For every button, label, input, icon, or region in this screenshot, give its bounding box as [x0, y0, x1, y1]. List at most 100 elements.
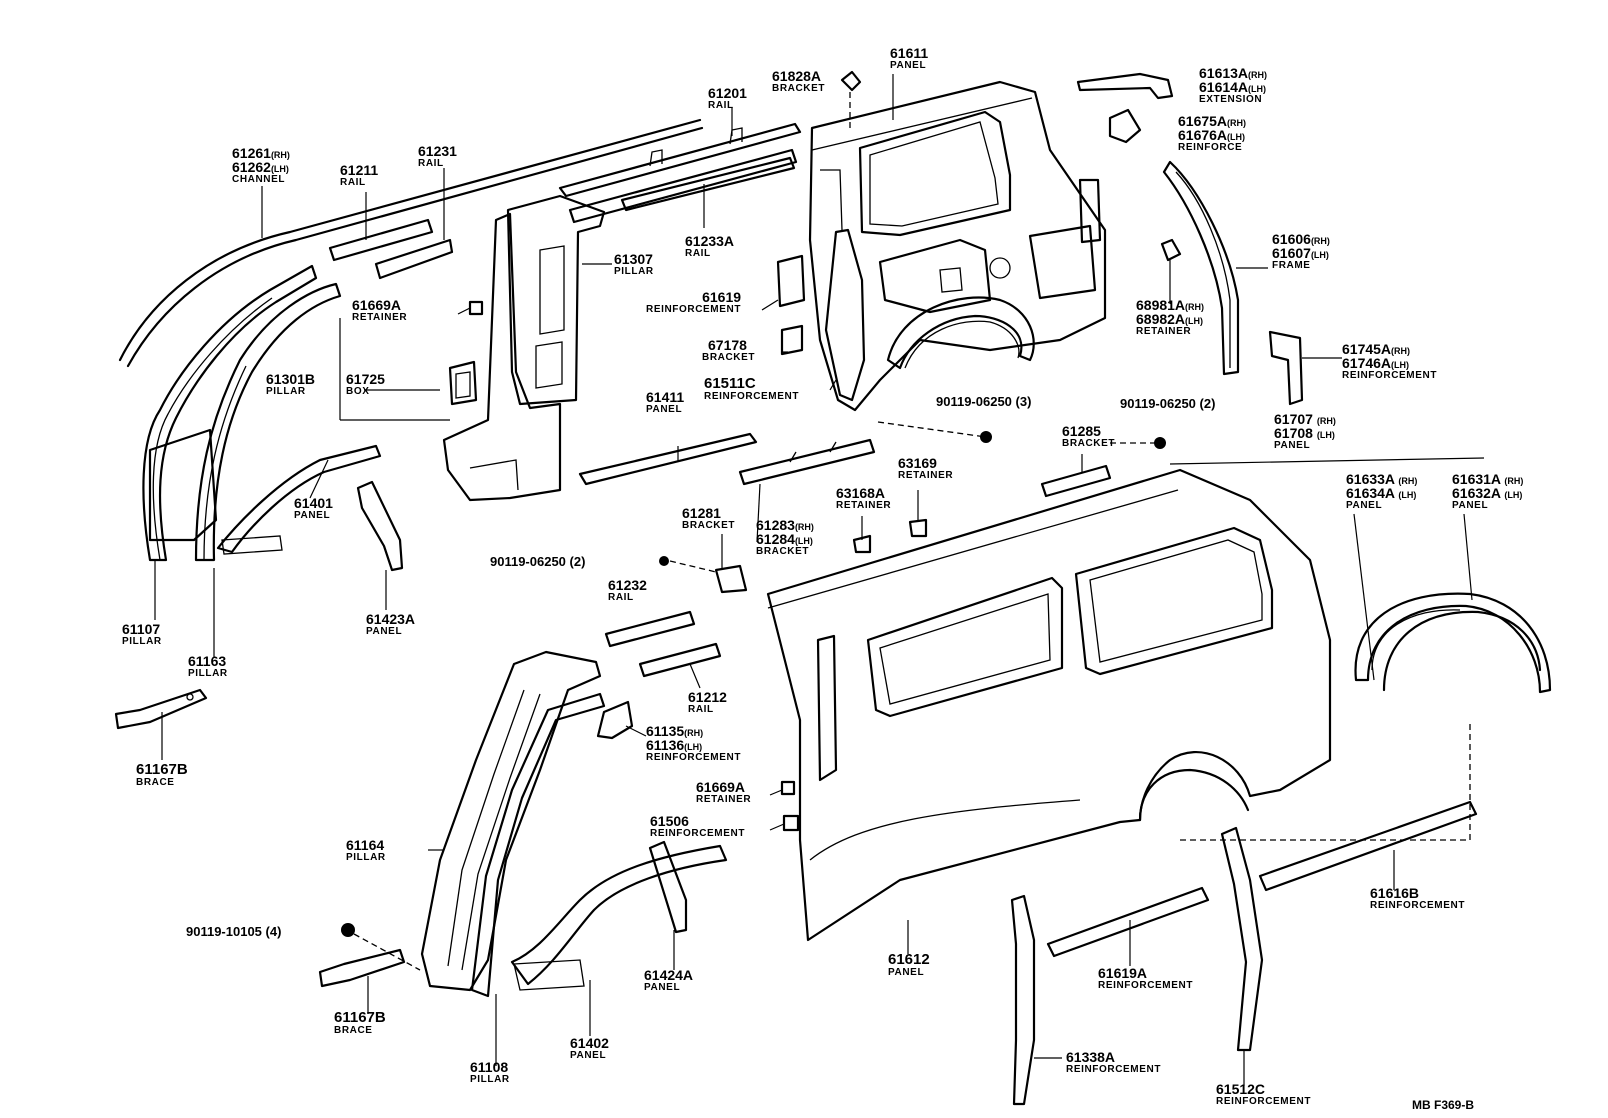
part-number: 68981A [1136, 297, 1186, 313]
part-suffix: (LH) [1316, 430, 1335, 440]
part-name: PANEL [646, 404, 683, 415]
part-name: PILLAR [470, 1074, 510, 1085]
part-name: REINFORCEMENT [650, 828, 746, 839]
part-name: PILLAR [614, 266, 654, 277]
reinforcement-61506 [782, 814, 800, 832]
bracket-67178 [780, 324, 804, 356]
part-number: 61828A [772, 68, 822, 84]
part-name: RAIL [708, 100, 734, 111]
label-61613A: 61613A(RH)61614A(LH)EXTENSION [1199, 66, 1267, 105]
part-number: 61424A [644, 967, 694, 983]
reinforcement-61619 [776, 254, 806, 308]
part-name: PILLAR [122, 636, 162, 647]
part-number: 61285 [1062, 423, 1101, 439]
part-number: 61283 [756, 517, 795, 533]
part-number: 61725 [346, 371, 385, 387]
part-number: 61411 [646, 389, 685, 405]
part-suffix: (RH) [1310, 236, 1330, 246]
channel-61261 [118, 118, 704, 368]
part-name: PANEL [366, 626, 403, 637]
part-number: 61616B [1370, 885, 1420, 901]
part-number: 61423A [366, 611, 416, 627]
label-61707: 61707 (RH)61708 (LH)PANEL [1274, 412, 1336, 451]
part-name: PANEL [890, 60, 927, 71]
part-suffix: (LH) [1391, 360, 1410, 370]
outer-panel-61612 [766, 468, 1332, 942]
part-name: PANEL [294, 510, 331, 521]
part-name: CHANNEL [232, 174, 286, 185]
rail-61212 [638, 642, 722, 678]
label-61135: 61135(RH)61136(LH)REINFORCEMENT [646, 724, 741, 763]
reinforcement-61619A [1046, 886, 1210, 958]
part-number: 61233A [685, 233, 735, 249]
pillar-61163 [148, 282, 342, 562]
pillar-61301B [442, 212, 562, 502]
bracket-61283 [738, 438, 876, 486]
part-number: 68982A [1136, 311, 1186, 327]
rocker-panel-61411 [578, 432, 758, 486]
pillar-61107 [142, 264, 318, 562]
part-name: BRACKET [756, 546, 810, 557]
part-suffix: (LH) [270, 164, 289, 174]
bracket-61281 [659, 556, 748, 594]
part-name: RETAINER [898, 470, 954, 481]
part-number: 61163 [188, 653, 227, 669]
part-suffix: (RH) [1185, 302, 1205, 312]
part-suffix: (LH) [1310, 250, 1329, 260]
part-number: 61136 [646, 737, 685, 753]
part-name: FRAME [1272, 260, 1311, 271]
part-number: 61262 [232, 159, 271, 175]
label-90119-06250-2b: 90119-06250 (2) [490, 554, 586, 569]
part-number: 61675A [1178, 113, 1228, 129]
panel-61424A [648, 840, 688, 934]
part-suffix: (RH) [1316, 416, 1336, 426]
part-name: RETAINER [696, 794, 752, 805]
part-number: 61261 [232, 145, 271, 161]
part-name: RAIL [608, 592, 634, 603]
part-suffix: (RH) [794, 522, 814, 532]
part-suffix: (LH) [1185, 316, 1204, 326]
part-name: REINFORCEMENT [704, 391, 800, 402]
inner-quarter-panel-61611 [808, 80, 1107, 412]
panel-61423A [356, 480, 404, 572]
part-name: RETAINER [1136, 326, 1192, 337]
part-name: BRACKET [772, 83, 826, 94]
retainer-63169 [908, 518, 928, 538]
part-number: 61307 [614, 251, 653, 267]
part-name: BRACKET [682, 520, 736, 531]
pillar-61108 [470, 692, 606, 998]
bolt-90119-06250-3 [877, 421, 992, 443]
rail-61233A [620, 156, 796, 212]
part-number: 63169 [898, 455, 937, 471]
part-name: RAIL [340, 177, 366, 188]
reinforcement-61512C [1220, 826, 1264, 1052]
part-number: 61402 [570, 1035, 609, 1051]
part-suffix: (RH) [1391, 346, 1411, 356]
part-number: 61634A [1346, 485, 1395, 501]
part-name: BRACE [136, 777, 175, 788]
part-number: 61167B [334, 1009, 386, 1026]
part-name: REINFORCEMENT [1066, 1064, 1162, 1075]
part-number: 61338A [1066, 1049, 1116, 1065]
part-name: REINFORCE [1178, 142, 1243, 153]
part-number: 61401 [294, 495, 333, 511]
part-number: 61669A [352, 297, 402, 313]
reinforcement-61745A [1268, 330, 1304, 406]
